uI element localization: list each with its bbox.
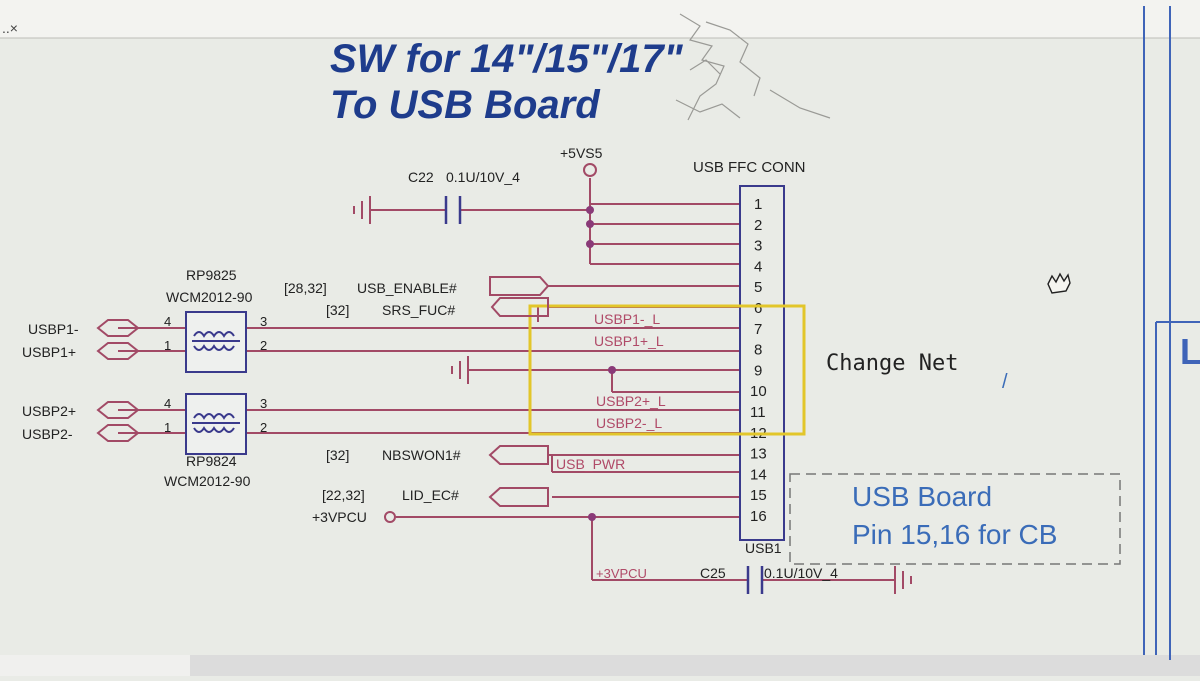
change-net-highlight: [528, 304, 806, 436]
port-label-usbp2n: USBP2-: [22, 426, 73, 442]
change-net-annotation: Change Net: [826, 351, 958, 376]
title-line-1: SW for 14"/15"/17": [330, 37, 684, 81]
net-label-usbp1p-l: USBP1+_L: [594, 333, 664, 349]
connector-pin-number: 2: [754, 217, 762, 234]
connector-pin-number: 13: [750, 446, 767, 463]
power-label-5vs5: +5VS5: [560, 145, 603, 161]
choke-rp9825-part: WCM2012-90: [166, 289, 253, 305]
sheet-ref-usb-enable: [28,32]: [284, 280, 327, 296]
choke-rp9825-ref: RP9825: [186, 267, 237, 283]
hand-cursor-icon: [1047, 272, 1071, 294]
choke-rp9824-ref: RP9824: [186, 453, 237, 469]
connector-pin-number: 10: [750, 383, 767, 400]
choke-pin: 1: [164, 420, 171, 435]
choke-pin: 3: [260, 314, 267, 329]
net-label-usbp2n-l: USBP2-_L: [596, 415, 662, 431]
usb-board-note-box: [789, 473, 1121, 565]
connector-pin-number: 8: [754, 342, 762, 359]
connector-pin-number: 6: [754, 300, 762, 317]
choke-pin: 3: [260, 396, 267, 411]
net-label-usbp1n-l: USBP1-_L: [594, 311, 660, 327]
window-close-icon[interactable]: ..×: [2, 20, 18, 36]
connector-pin-number: 16: [750, 508, 767, 525]
usb-port-connectors: [96, 319, 140, 442]
sheet-ref-srs-fuc: [32]: [326, 302, 349, 318]
connector-pin-number: 15: [750, 487, 767, 504]
edge-label: L: [1180, 331, 1200, 372]
net-label-usb-pwr: USB_PWR: [556, 456, 625, 472]
sketch-marks: [675, 13, 831, 121]
connector-pin-number: 4: [754, 258, 762, 275]
choke-coil-icon: [192, 413, 240, 433]
power-label-3vpcu: +3VPCU: [312, 509, 367, 525]
signal-srs-fuc: SRS_FUC#: [382, 302, 455, 318]
connector-ref: USB1: [745, 540, 782, 556]
port-label-usbp1n: USBP1-: [28, 321, 79, 337]
window-titlebar: [0, 0, 1200, 38]
sheet-ref-nbswon1: [32]: [326, 447, 349, 463]
junction-dots: [586, 206, 616, 521]
net-label-3vpcu-bottom: +3VPCU: [596, 566, 647, 581]
connector-pin-number: 14: [750, 466, 767, 483]
ground-symbol: [451, 356, 469, 384]
net-label-usbp2p-l: USBP2+_L: [596, 393, 666, 409]
offpage-connectors: [488, 276, 550, 507]
title-line-2: To USB Board: [330, 83, 601, 127]
taskbar-strip: [190, 655, 1200, 676]
choke-pin: 4: [164, 314, 171, 329]
signal-usb-enable: USB_ENABLE#: [357, 280, 457, 296]
ground-symbol: [353, 196, 371, 224]
signal-lid-ec: LID_EC#: [402, 487, 459, 503]
power-symbol-3vpcu: [384, 511, 396, 523]
connector-title: USB FFC CONN: [693, 159, 806, 176]
connector-pin-number: 1: [754, 196, 762, 213]
power-symbol-5vs5: [583, 163, 597, 177]
capacitor-c22: [444, 196, 462, 224]
signal-nbswon1: NBSWON1#: [382, 447, 461, 463]
choke-pin: 2: [260, 338, 267, 353]
cap-c22-value: 0.1U/10V_4: [446, 169, 520, 185]
connector-pin-number: 9: [754, 362, 762, 379]
ground-symbol: [894, 566, 912, 594]
choke-coil-icon: [192, 331, 240, 351]
connector-pin-number: 7: [754, 321, 762, 338]
choke-pin: 4: [164, 396, 171, 411]
connector-pin-number: 5: [754, 279, 762, 296]
cap-c25-value: 0.1U/10V_4: [764, 565, 838, 581]
connector-pin-number: 3: [754, 238, 762, 255]
usb-board-note-line-2: Pin 15,16 for CB: [852, 519, 1057, 550]
choke-pin: 2: [260, 420, 267, 435]
port-label-usbp2p: USBP2+: [22, 403, 76, 419]
choke-pin: 1: [164, 338, 171, 353]
sheet-ref-lid-ec: [22,32]: [322, 487, 365, 503]
port-label-usbp1p: USBP1+: [22, 344, 76, 360]
annotation-tick: /: [1002, 371, 1008, 393]
connector-pin-number: 11: [750, 404, 766, 421]
cap-c25-ref: C25: [700, 565, 726, 581]
cap-c22-ref: C22: [408, 169, 434, 185]
capacitor-c25: [746, 566, 764, 594]
left-bezel-strip: [0, 655, 190, 676]
usb-board-note-line-1: USB Board: [852, 481, 992, 512]
choke-rp9824-part: WCM2012-90: [164, 473, 251, 489]
usb-ffc-connector: [739, 185, 785, 541]
